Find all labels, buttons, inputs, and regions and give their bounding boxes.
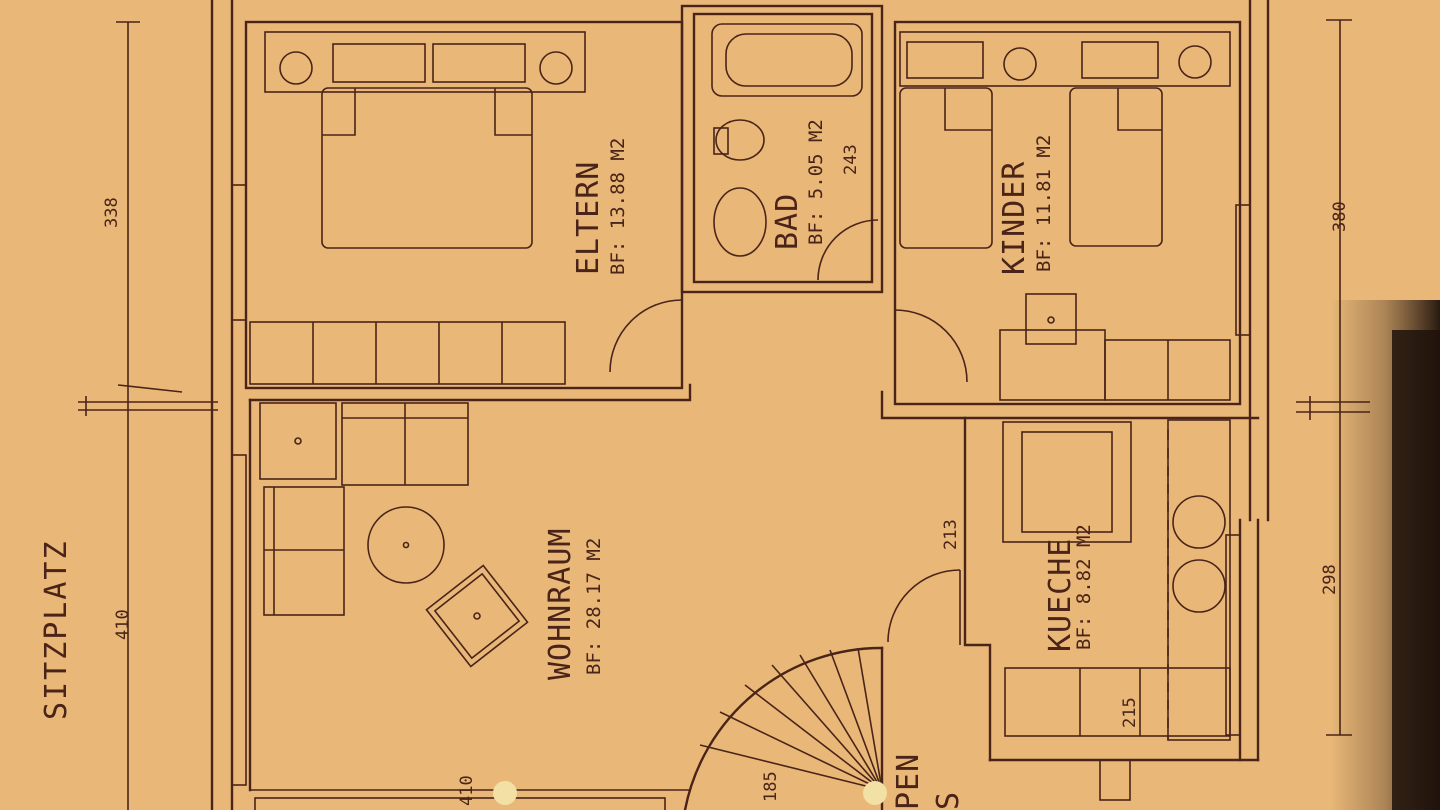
label-sitzplatz: SITZPLATZ — [39, 539, 74, 720]
label-bad: BAD — [770, 193, 805, 250]
dim-left-bottom: 410 — [113, 609, 133, 640]
label-kueche: KUECHE — [1043, 538, 1078, 652]
dim-door: 213 — [941, 519, 961, 550]
outer-walls — [210, 0, 1270, 810]
label-wohnraum: WOHNRAUM — [543, 528, 578, 681]
label-kinder: KINDER — [997, 161, 1032, 275]
room-wohnraum — [248, 383, 692, 810]
stair — [683, 646, 887, 810]
dim-kitchen-counter: 215 — [1120, 697, 1140, 728]
dim-stair-step: 185 — [761, 771, 781, 802]
dim-bottom-left: 410 — [457, 775, 477, 806]
label-eltern-area: BF: 13.88 M2 — [607, 138, 629, 275]
label-bad-dim: 243 — [841, 144, 861, 175]
label-stair-a: PEN — [891, 753, 926, 810]
room-bad — [680, 4, 884, 294]
dimension-lines-left — [78, 21, 218, 810]
label-kinder-area: BF: 11.81 M2 — [1033, 135, 1055, 272]
photo-shadow-dark — [1392, 330, 1440, 810]
dim-left-top: 338 — [102, 197, 122, 228]
label-kueche-area: BF: 8.82 M2 — [1073, 524, 1095, 650]
label-wohnraum-area: BF: 28.17 M2 — [583, 538, 605, 675]
label-stair-b: S — [931, 791, 966, 810]
label-bad-area: BF: 5.05 M2 — [805, 119, 827, 245]
dim-right-top: 380 — [1330, 201, 1350, 232]
room-kueche — [887, 416, 1231, 801]
room-kinder — [880, 20, 1260, 420]
label-eltern: ELTERN — [571, 161, 606, 275]
